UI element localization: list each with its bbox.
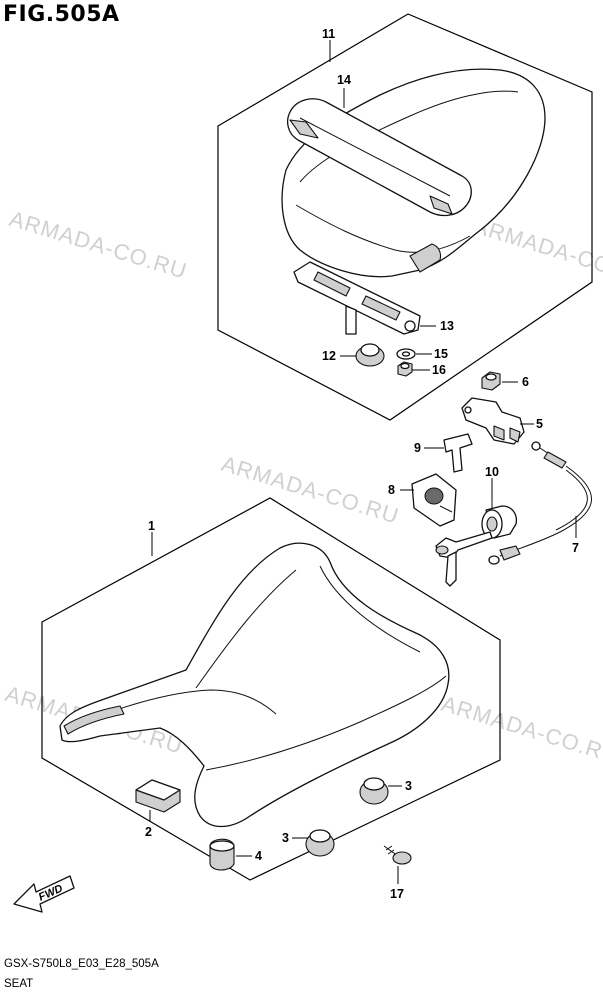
callout-5: 5 (536, 417, 543, 431)
leader-lines (149, 40, 577, 884)
callout-9: 9 (414, 441, 421, 455)
front-seat-drawing (59, 542, 450, 828)
callout-15: 15 (434, 347, 448, 361)
callout-10: 10 (485, 465, 499, 479)
seat-bracket-drawing (293, 261, 421, 335)
seat-lock-cable-drawing (488, 441, 592, 565)
figure-title: FIG.505A (3, 2, 120, 27)
callout-3a: 3 (405, 779, 412, 793)
callout-6: 6 (522, 375, 529, 389)
callout-8: 8 (388, 483, 395, 497)
lock-holder-drawing (411, 473, 457, 527)
seat-lock-drawing (461, 397, 525, 445)
model-code: GSX-S750L8_E03_E28_505A (4, 958, 159, 970)
callout-16: 16 (432, 363, 446, 377)
rear-seat-group-frame (217, 13, 593, 421)
callout-17: 17 (390, 887, 404, 901)
callout-2: 2 (145, 825, 152, 839)
seat-handle-drawing (287, 98, 472, 217)
washer-15-drawing (396, 348, 416, 360)
watermark-1: ARMADA-CO.RU (7, 206, 191, 284)
callout-11: 11 (322, 27, 335, 41)
callout-3b: 3 (282, 831, 289, 845)
callout-12: 12 (322, 349, 336, 363)
callout-4: 4 (255, 849, 262, 863)
callout-1: 1 (148, 519, 155, 533)
cushion-4-drawing (209, 838, 235, 871)
clip-drawing (443, 433, 473, 473)
section-name: SEAT (4, 978, 34, 990)
watermark-5: ARMADA-CO.RU (439, 691, 603, 769)
pad-2-drawing (135, 779, 181, 813)
nut-16-drawing (397, 361, 413, 377)
keys-drawing (435, 531, 493, 587)
fwd-label: FWD (37, 883, 65, 904)
callout-13: 13 (440, 319, 454, 333)
cushion-3b-drawing (305, 829, 335, 857)
callouts: 11 14 13 12 15 16 6 5 9 10 8 7 1 3 3 2 4… (145, 27, 579, 901)
callout-14: 14 (337, 73, 351, 87)
grommet-12-drawing (355, 343, 385, 367)
cushion-3a-drawing (359, 777, 389, 805)
callout-7: 7 (572, 541, 579, 555)
front-seat-group-frame (41, 497, 501, 881)
watermark-2: ARMADA-CO.RU (471, 213, 603, 291)
nut-6-drawing (481, 371, 501, 391)
watermark-3: ARMADA-CO.RU (219, 451, 403, 529)
fwd-arrow: FWD (13, 875, 75, 913)
lock-cylinder-drawing (481, 478, 518, 539)
screw-17-drawing (383, 845, 412, 865)
